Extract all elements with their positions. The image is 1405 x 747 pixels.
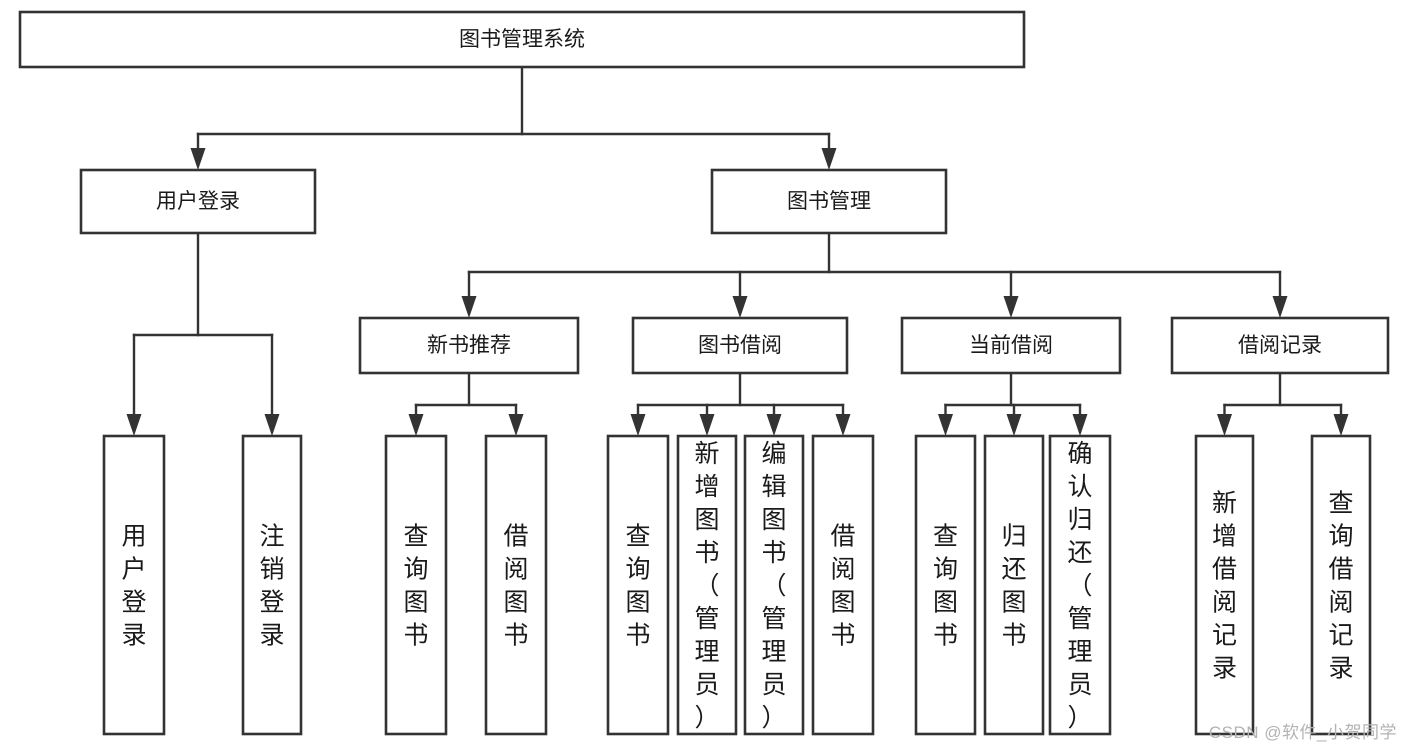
node-leaf-borrow-book[interactable]: 借阅图书 bbox=[811, 434, 875, 736]
node-box bbox=[743, 434, 805, 736]
node-box bbox=[1170, 316, 1390, 375]
arrow-head-icon bbox=[190, 148, 206, 170]
node-book-borrow[interactable]: 图书借阅 bbox=[631, 316, 849, 375]
node-label: 借阅图书 bbox=[830, 523, 855, 650]
node-leaf-borrow-query[interactable]: 查询图书 bbox=[606, 434, 670, 736]
arrow-head-icon bbox=[821, 148, 837, 170]
node-box bbox=[914, 434, 977, 736]
arrow-head-icon bbox=[1072, 414, 1088, 436]
connector-group-new-book-rec bbox=[408, 371, 524, 436]
arrow-head-icon bbox=[766, 414, 782, 436]
arrow-head-icon bbox=[938, 414, 953, 436]
node-leaf-rec-add[interactable]: 新增借阅记录 bbox=[1194, 434, 1255, 736]
watermark-label: CSDN @软件_小贺同学 bbox=[1208, 723, 1397, 742]
connector-group-user-login bbox=[126, 231, 280, 436]
arrow-head-icon bbox=[1272, 296, 1288, 318]
node-label: 图书管理 bbox=[787, 190, 871, 213]
node-box bbox=[484, 434, 548, 736]
node-leaf-logout[interactable]: 注销登录 bbox=[241, 434, 303, 736]
node-label: 用户登录 bbox=[156, 190, 240, 213]
node-box bbox=[18, 10, 1026, 69]
node-leaf-rec-query[interactable]: 查询图书 bbox=[384, 434, 448, 736]
node-box bbox=[606, 434, 670, 736]
connector-layer bbox=[126, 65, 1349, 436]
arrow-head-icon bbox=[408, 414, 424, 436]
node-leaf-user-login[interactable]: 用户登录 bbox=[102, 434, 166, 736]
node-label: 借阅图书 bbox=[503, 523, 528, 650]
node-current-borrow[interactable]: 当前借阅 bbox=[900, 316, 1122, 375]
node-box bbox=[631, 316, 849, 375]
node-leaf-cur-confirm[interactable]: 确认归还（管理员） bbox=[1048, 434, 1112, 736]
node-leaf-cur-query[interactable]: 查询图书 bbox=[914, 434, 977, 736]
node-leaf-rec-borrow[interactable]: 借阅图书 bbox=[484, 434, 548, 736]
node-borrow-record[interactable]: 借阅记录 bbox=[1170, 316, 1390, 375]
arrow-head-icon bbox=[461, 296, 477, 318]
node-box bbox=[241, 434, 303, 736]
node-box bbox=[676, 434, 738, 736]
arrow-head-icon bbox=[508, 414, 524, 436]
node-box bbox=[358, 316, 580, 375]
node-label: 查询图书 bbox=[625, 523, 650, 650]
arrow-head-icon bbox=[630, 414, 646, 436]
node-box bbox=[1310, 434, 1372, 736]
node-layer: 图书管理系统用户登录图书管理新书推荐图书借阅当前借阅借阅记录用户登录注销登录查询… bbox=[18, 10, 1390, 736]
node-leaf-borrow-add[interactable]: 新增图书（管理员） bbox=[676, 434, 738, 736]
node-box bbox=[1194, 434, 1255, 736]
node-label: 图书借阅 bbox=[698, 334, 782, 357]
arrow-head-icon bbox=[699, 414, 715, 436]
node-label: 用户登录 bbox=[121, 523, 146, 650]
node-label: 借阅记录 bbox=[1238, 334, 1322, 357]
node-box bbox=[384, 434, 448, 736]
node-label: 新增图书（管理员） bbox=[694, 440, 719, 732]
node-box bbox=[811, 434, 875, 736]
connector-group-borrow-record bbox=[1217, 371, 1349, 436]
connector-group-book-borrow bbox=[630, 371, 851, 436]
arrow-head-icon bbox=[126, 414, 142, 436]
node-label: 编辑图书（管理员） bbox=[761, 440, 786, 732]
node-new-book-rec[interactable]: 新书推荐 bbox=[358, 316, 580, 375]
node-book-manage[interactable]: 图书管理 bbox=[710, 168, 948, 235]
node-label: 查询图书 bbox=[403, 523, 428, 650]
node-box bbox=[1048, 434, 1112, 736]
node-box bbox=[900, 316, 1122, 375]
arrow-head-icon bbox=[1333, 414, 1349, 436]
node-root[interactable]: 图书管理系统 bbox=[18, 10, 1026, 69]
node-box bbox=[710, 168, 948, 235]
node-label: 归还图书 bbox=[1001, 523, 1026, 650]
arrow-head-icon bbox=[1003, 296, 1019, 318]
arrow-head-icon bbox=[1006, 414, 1022, 436]
node-leaf-rec-query2[interactable]: 查询借阅记录 bbox=[1310, 434, 1372, 736]
node-label: 确认归还（管理员） bbox=[1067, 440, 1092, 732]
node-label: 查询借阅记录 bbox=[1328, 490, 1353, 683]
arrow-head-icon bbox=[732, 296, 748, 318]
node-label: 注销登录 bbox=[259, 523, 284, 650]
node-box bbox=[102, 434, 166, 736]
arrow-head-icon bbox=[835, 414, 851, 436]
node-label: 新增借阅记录 bbox=[1212, 490, 1237, 683]
node-leaf-cur-return[interactable]: 归还图书 bbox=[983, 434, 1045, 736]
node-leaf-borrow-edit[interactable]: 编辑图书（管理员） bbox=[743, 434, 805, 736]
connector-group-root bbox=[190, 65, 837, 170]
connector-group-current-borrow bbox=[938, 371, 1088, 436]
node-box bbox=[79, 168, 317, 235]
arrow-head-icon bbox=[264, 414, 280, 436]
node-label: 当前借阅 bbox=[969, 334, 1053, 357]
connector-group-book-manage bbox=[461, 231, 1288, 318]
node-user-login[interactable]: 用户登录 bbox=[79, 168, 317, 235]
node-label: 图书管理系统 bbox=[459, 28, 585, 51]
node-box bbox=[983, 434, 1045, 736]
node-label: 新书推荐 bbox=[427, 334, 511, 357]
node-label: 查询图书 bbox=[933, 523, 958, 650]
arrow-head-icon bbox=[1217, 414, 1232, 436]
